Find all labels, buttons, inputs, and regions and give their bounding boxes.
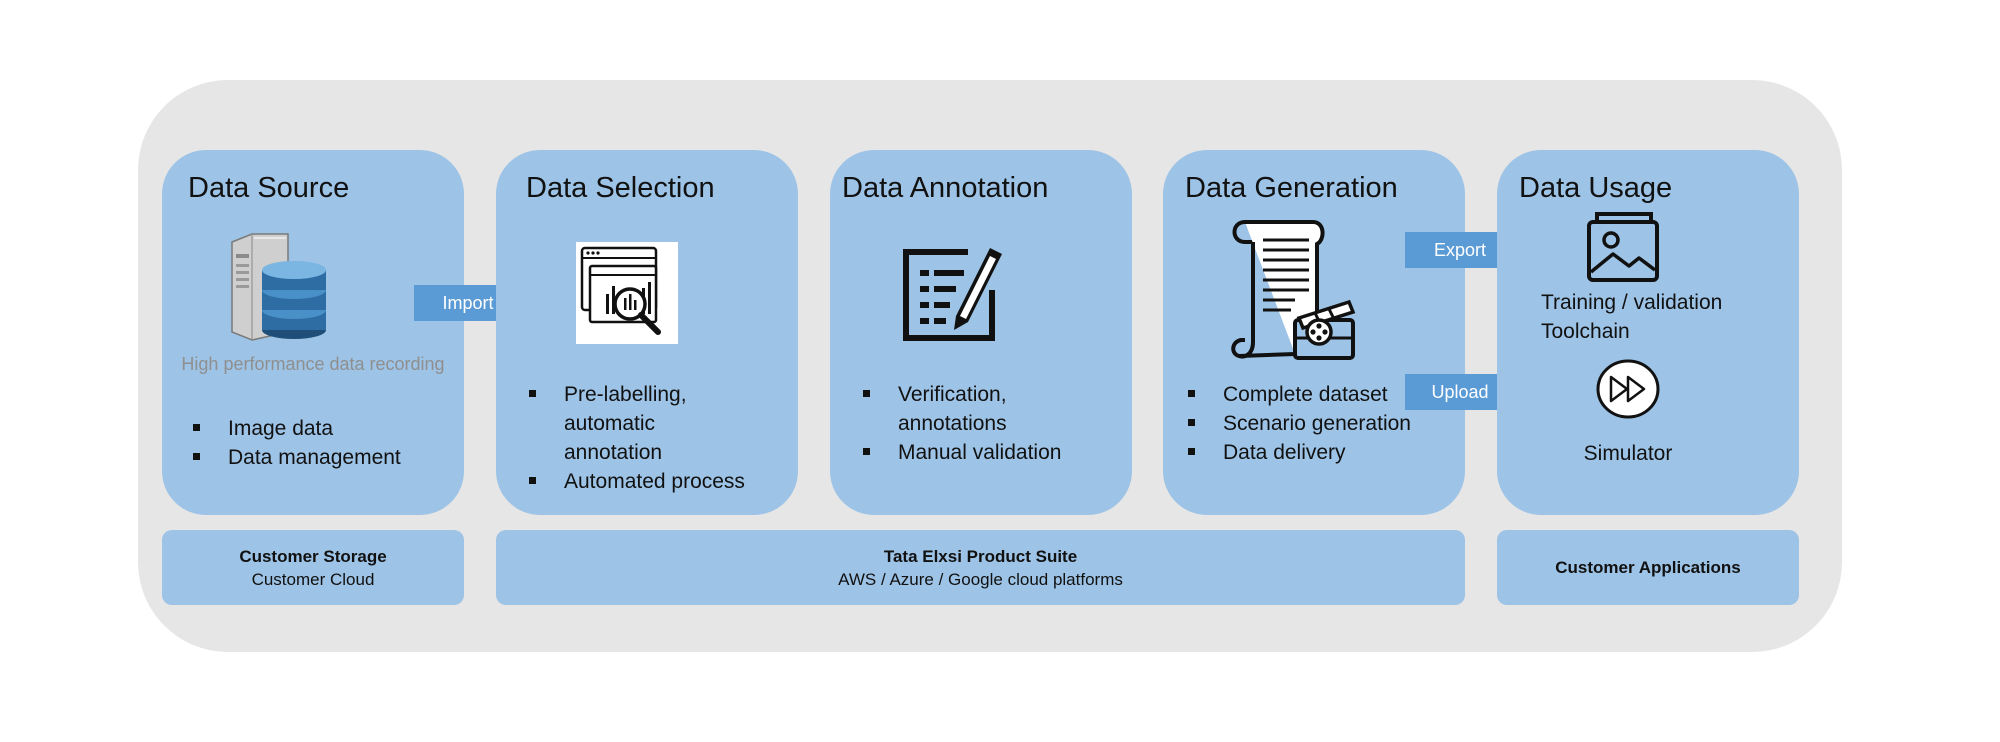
stage-data-annotation: Data Annotation Verification, annotation… xyxy=(830,150,1132,515)
customer-storage-bar: Customer Storage Customer Cloud xyxy=(162,530,464,605)
arrow-label: Upload xyxy=(1431,381,1489,402)
list-item: Manual validation xyxy=(860,438,1061,467)
caption-line: Toolchain xyxy=(1541,320,1630,343)
list-item: Data delivery xyxy=(1185,438,1411,467)
list-item-line: automatic xyxy=(564,412,656,435)
list-item: Data management xyxy=(190,443,401,472)
bullet-list: Verification, annotations Manual validat… xyxy=(860,380,1061,467)
stage-data-source: Data Source High performance data record… xyxy=(162,150,464,515)
training-caption: Training / validation Toolchain xyxy=(1541,288,1722,346)
stage-title: Data Selection xyxy=(526,172,715,204)
bullet-list: Pre-labelling, automatic annotation Auto… xyxy=(526,380,745,496)
customer-applications-bar: Customer Applications xyxy=(1497,530,1799,605)
stage-data-selection: Data Selection Pre-labelling, automatic xyxy=(496,150,798,515)
simulator-label: Simulator xyxy=(1583,442,1673,465)
stage-title: Data Source xyxy=(188,172,350,204)
data-analysis-icon xyxy=(580,246,661,335)
stage-data-usage: Data Usage Training / validation Toolcha… xyxy=(1497,150,1799,515)
server-database-icon xyxy=(231,233,326,341)
list-item-line: annotations xyxy=(898,412,1007,435)
list-item: Pre-labelling, automatic annotation xyxy=(526,380,745,467)
list-item-line: Pre-labelling, xyxy=(564,383,687,406)
script-scroll-icon xyxy=(1231,220,1356,360)
stage-title: Data Annotation xyxy=(842,172,1049,204)
bar-title: Customer Applications xyxy=(1555,558,1741,577)
bar-title: Tata Elxsi Product Suite xyxy=(883,546,1078,566)
bullet-list: Complete dataset Scenario generation Dat… xyxy=(1185,380,1411,467)
product-suite-bar: Tata Elxsi Product Suite AWS / Azure / G… xyxy=(496,530,1465,605)
list-item: Scenario generation xyxy=(1185,409,1411,438)
stage-title: Data Usage xyxy=(1519,172,1673,204)
list-item-line: annotation xyxy=(564,441,663,464)
stage-data-generation: Data Generation Complete dataset Scenari… xyxy=(1163,150,1465,515)
arrow-label: Export xyxy=(1433,239,1487,260)
stage-title: Data Generation xyxy=(1185,172,1398,204)
selection-icon-tile xyxy=(576,242,678,344)
bar-subtitle: AWS / Azure / Google cloud platforms xyxy=(838,569,1123,589)
list-item: Verification, annotations xyxy=(860,380,1061,438)
fast-forward-icon xyxy=(1596,359,1660,419)
list-item: Image data xyxy=(190,414,401,443)
icon-caption: High performance data recording xyxy=(181,354,445,374)
image-gallery-icon xyxy=(1587,212,1659,282)
list-item-line: Verification, xyxy=(898,383,1007,406)
arrow-label: Import xyxy=(442,292,494,313)
list-item: Complete dataset xyxy=(1185,380,1411,409)
document-edit-icon xyxy=(903,248,1002,341)
caption-line: Training / validation xyxy=(1541,291,1723,314)
bar-subtitle: Customer Cloud xyxy=(251,569,375,589)
bar-title: Customer Storage xyxy=(239,546,387,566)
bullet-list: Image data Data management xyxy=(190,414,401,472)
list-item: Automated process xyxy=(526,467,745,496)
